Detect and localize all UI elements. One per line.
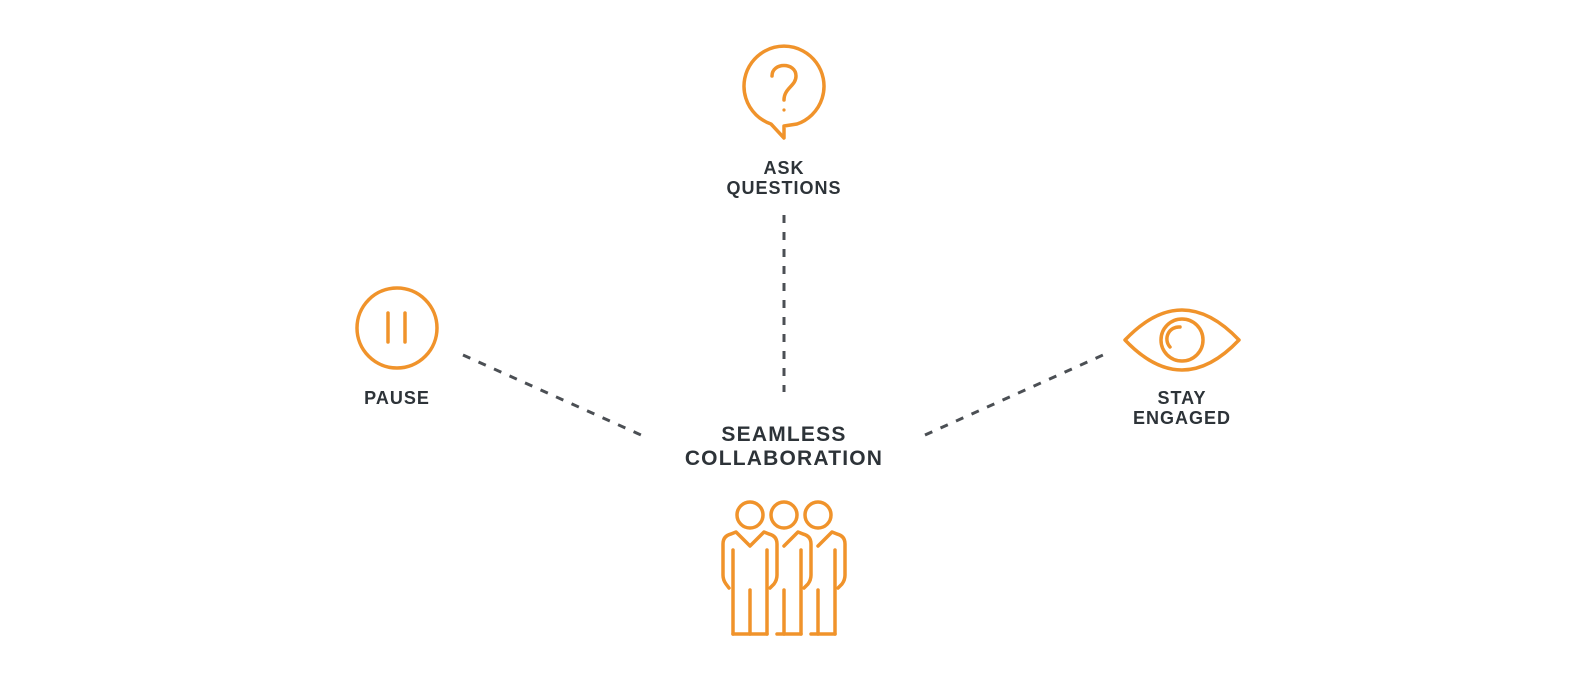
stay-engaged-label: STAY ENGAGED (1133, 388, 1231, 428)
ask-questions-label: ASK QUESTIONS (726, 158, 841, 198)
pause-label: PAUSE (364, 388, 430, 408)
ask-questions-label-line2: QUESTIONS (726, 178, 842, 198)
stay-engaged-label-line2: ENGAGED (1132, 408, 1232, 428)
ask-questions-label-line1: ASK (763, 158, 805, 178)
connector-stay-engaged (924, 353, 1104, 437)
seamless-collaboration-label: SEAMLESS COLLABORATION (685, 423, 883, 471)
eye-icon (1123, 308, 1241, 372)
center-label-line2: COLLABORATION (684, 447, 884, 470)
connectors (462, 215, 1104, 437)
pause-label-line1: PAUSE (364, 388, 430, 408)
question-speech-bubble-icon (742, 44, 826, 140)
pause-circle-icon (355, 286, 439, 370)
people-group-icon (721, 500, 847, 636)
stay-engaged-label-line1: STAY (1157, 388, 1207, 408)
connector-pause (462, 353, 642, 437)
center-label-line1: SEAMLESS (721, 423, 847, 446)
